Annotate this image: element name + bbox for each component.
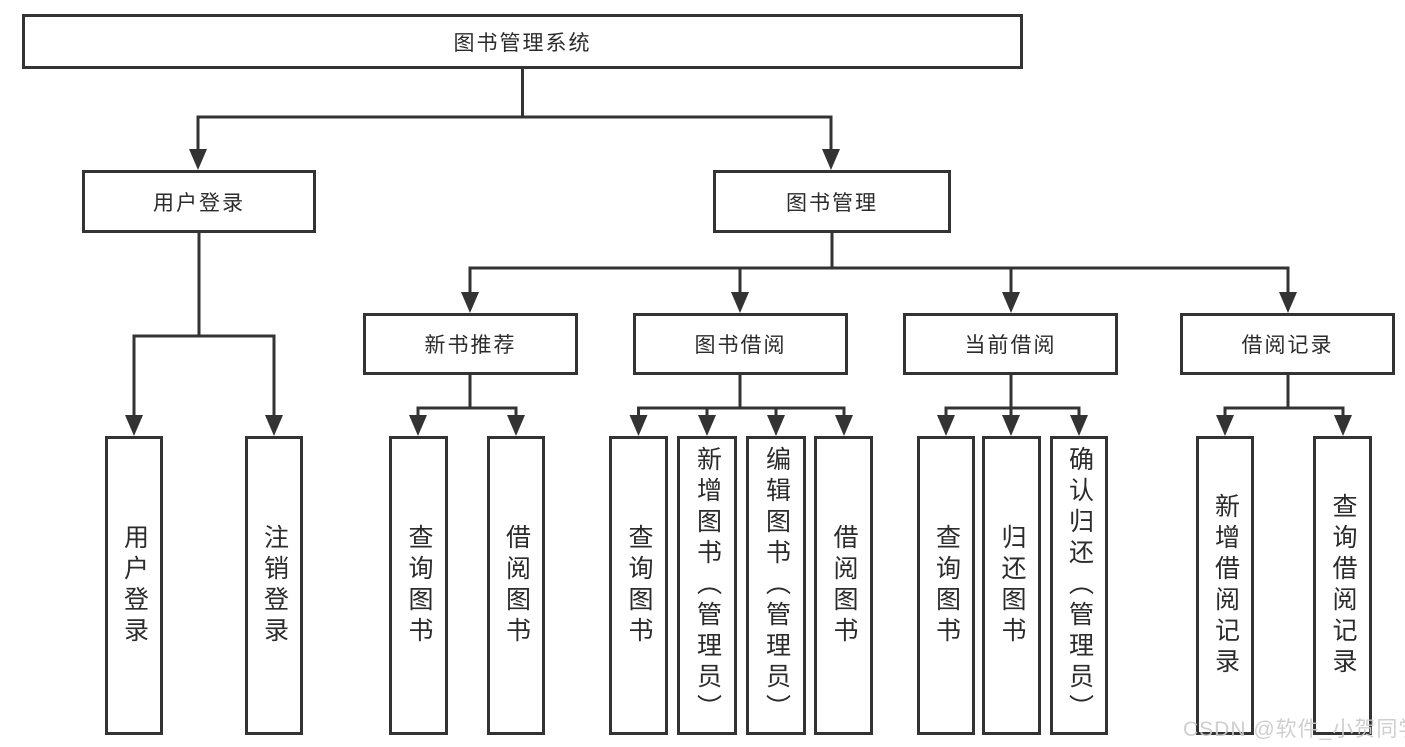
leaf-label: 编辑图书（管理员） — [762, 446, 791, 725]
leaf-label: 归还图书 — [998, 523, 1026, 648]
node-label: 借阅记录 — [1241, 334, 1334, 357]
leaf-label: 查询图书 — [625, 523, 653, 648]
node-user-login-branch: 用户登录 — [82, 170, 316, 233]
leaf-query-books-recommend: 查询图书 — [389, 436, 448, 735]
leaf-label: 借阅图书 — [502, 523, 531, 648]
node-label: 新书推荐 — [424, 334, 517, 357]
leaf-label: 查询图书 — [932, 523, 961, 648]
leaf-query-books-borrowing: 查询图书 — [609, 436, 668, 735]
node-label: 图书借阅 — [694, 334, 787, 357]
leaf-label: 查询图书 — [405, 523, 433, 648]
node-label: 用户登录 — [153, 191, 245, 215]
node-library-management-system: 图书管理系统 — [22, 14, 1023, 69]
leaf-label: 新增借阅记录 — [1211, 492, 1240, 679]
leaf-add-borrow-record: 新增借阅记录 — [1196, 436, 1254, 735]
leaf-label: 用户登录 — [120, 523, 149, 648]
node-new-book-recommendation: 新书推荐 — [363, 313, 578, 375]
node-label: 当前借阅 — [964, 334, 1057, 357]
leaf-borrow-books-recommend: 借阅图书 — [487, 436, 545, 735]
node-book-management: 图书管理 — [713, 170, 951, 233]
leaf-label: 借阅图书 — [830, 523, 858, 648]
leaf-borrow-books: 借阅图书 — [814, 436, 873, 735]
leaf-label: 确认归还（管理员） — [1065, 446, 1094, 725]
leaf-label: 查询借阅记录 — [1329, 492, 1357, 679]
leaf-add-books-admin: 新增图书（管理员） — [677, 436, 737, 735]
leaf-label: 新增图书（管理员） — [693, 446, 722, 725]
node-label: 图书管理 — [786, 191, 878, 215]
node-borrowing-records: 借阅记录 — [1180, 313, 1395, 375]
leaf-return-books: 归还图书 — [982, 436, 1041, 735]
leaf-user-login: 用户登录 — [105, 436, 163, 735]
leaf-logout: 注销登录 — [245, 436, 303, 735]
leaf-query-books-current: 查询图书 — [917, 436, 975, 735]
csdn-watermark: CSDN @软件_小贺同学 — [1183, 718, 1405, 741]
node-book-borrowing: 图书借阅 — [633, 313, 848, 375]
leaf-query-borrow-record: 查询借阅记录 — [1313, 436, 1372, 735]
node-label: 图书管理系统 — [453, 31, 592, 55]
node-current-borrowing: 当前借阅 — [903, 313, 1118, 375]
leaf-confirm-return-admin: 确认归还（管理员） — [1050, 436, 1108, 735]
leaf-label: 注销登录 — [260, 523, 289, 648]
leaf-edit-books-admin: 编辑图书（管理员） — [746, 436, 806, 735]
